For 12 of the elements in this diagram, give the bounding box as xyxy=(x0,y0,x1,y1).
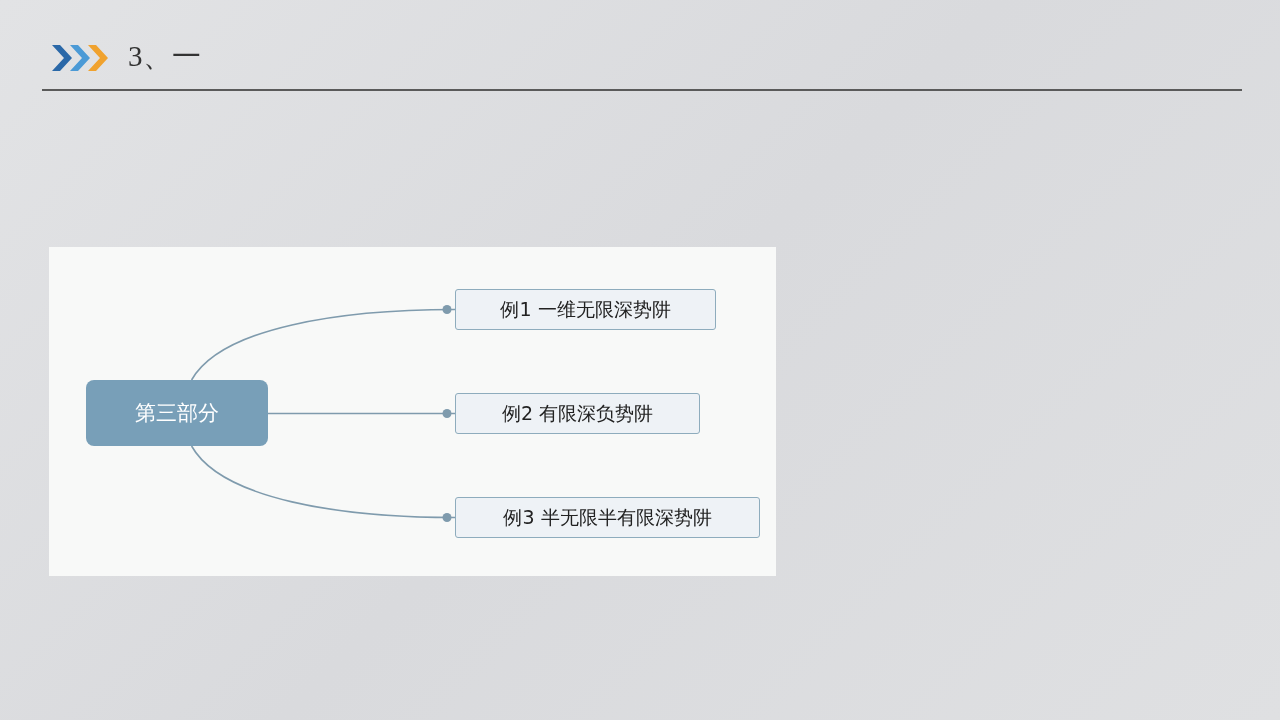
node-label: 例2 有限深负势阱 xyxy=(501,400,654,426)
slide-title: 3、一 xyxy=(128,39,201,74)
node-label: 例1 一维无限深势阱 xyxy=(500,296,671,322)
connector-line xyxy=(267,409,456,418)
topic-box xyxy=(86,380,268,446)
subtopic-box xyxy=(455,393,700,434)
connector-line xyxy=(190,305,456,381)
subtopic-box xyxy=(455,497,760,538)
subtopic-box xyxy=(455,289,716,330)
node-label: 第三部分 xyxy=(135,400,219,427)
connector-line xyxy=(190,445,456,522)
node-label: 例3 半无限半有限深势阱 xyxy=(503,504,712,530)
